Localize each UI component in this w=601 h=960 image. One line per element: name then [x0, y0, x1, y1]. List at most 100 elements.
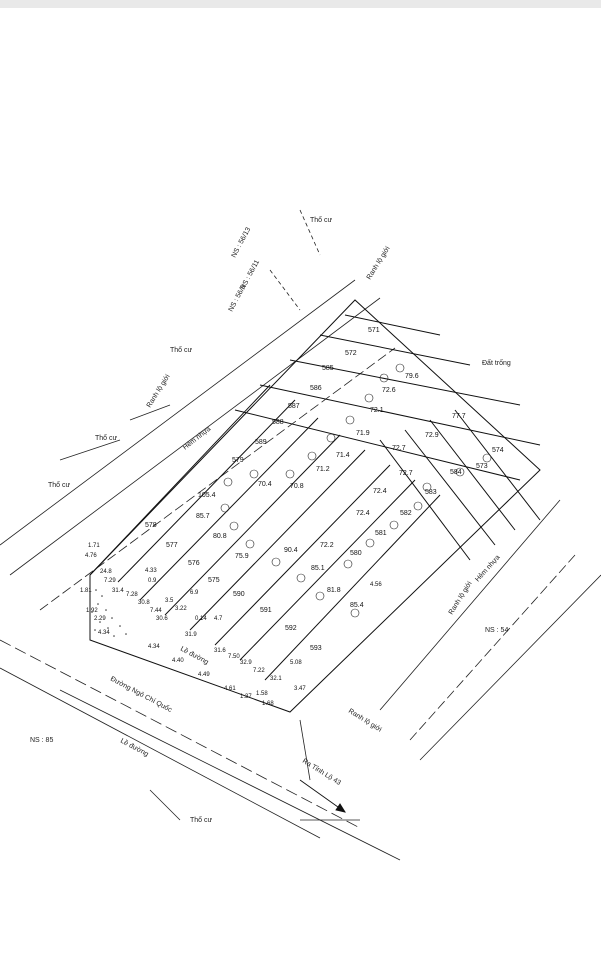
lot-583: 583: [425, 489, 437, 496]
lot-576: 576: [188, 560, 200, 567]
label-tho-cu-bottom: Thổ cư: [190, 816, 213, 824]
lot-575: 575: [208, 577, 220, 584]
lot-581-area: 72.7: [399, 470, 413, 477]
label-ns-54: NS : 54: [485, 627, 508, 634]
corner-lot-hatch: [91, 589, 127, 637]
label-duong-ngo-chi-quoc: Đường Ngô Chí Quốc: [109, 674, 174, 714]
dim-7-44: 7.44: [150, 608, 162, 614]
dim-4-49: 4.49: [198, 672, 210, 678]
lot-588-area: 71.2: [316, 466, 330, 473]
lot-590-area: 90.4: [284, 547, 298, 554]
lot-590: 590: [233, 591, 245, 598]
lot-585: 585: [322, 365, 334, 372]
lot-585-area: 72.1: [370, 407, 384, 414]
lot-573-area: 77.7: [452, 413, 466, 420]
lot-591-area: 85.1: [311, 565, 325, 572]
lot-588: 588: [272, 419, 284, 426]
road-le-duong: [59, 689, 401, 861]
dim-24-8: 24.8: [100, 569, 112, 575]
dim-31-6: 31.6: [214, 648, 226, 654]
label-le-duong-top: Lề đường: [179, 644, 210, 666]
label-tho-cu-left1: Thổ cư: [170, 346, 193, 354]
lot-574: 574: [492, 447, 504, 454]
hem-dashed: [409, 554, 576, 741]
lot-593: 593: [310, 645, 322, 652]
hem-edge: [379, 499, 561, 711]
road-edge-1: [0, 279, 356, 546]
label-ns-569: NS : 56/9: [228, 284, 248, 313]
lot-581: 581: [375, 530, 387, 537]
lot-587-area: 71.4: [336, 452, 350, 459]
dim-7-50: 7.50: [228, 654, 240, 660]
dim-4-56: 4.56: [370, 582, 382, 588]
dim-3-22: 3.22: [175, 606, 187, 612]
label-hem-nhua-right: Hẻm nhựa: [474, 554, 501, 583]
road-edge-dashed-1: [39, 347, 396, 611]
dim-4-76: 4.76: [85, 553, 97, 559]
road-ngo-chi-quoc-upper: [0, 639, 361, 829]
label-ranh-lo-gioi-top: Ranh lộ giới: [366, 245, 392, 281]
dim-1-92: 1.92: [86, 608, 98, 614]
label-ranh-lo-gioi-left: Ranh lộ giới: [146, 373, 172, 409]
dim-4-61: 4.61: [224, 686, 236, 692]
dim-0-14: 0.14: [195, 616, 207, 622]
lot-573: 573: [476, 463, 488, 470]
dim-7-22: 7.22: [253, 668, 265, 674]
dim-4-33: 4.33: [145, 568, 157, 574]
lot-591: 591: [260, 607, 272, 614]
dim-31-4: 31.4: [112, 588, 124, 594]
lot-580: 580: [350, 550, 362, 557]
lot-572: 572: [345, 350, 357, 357]
dim-32-9: 32.9: [240, 660, 252, 666]
dim-1-58: 1.58: [256, 691, 268, 697]
road-edge-2: [9, 297, 381, 576]
label-tho-cu-top: Thổ cư: [310, 216, 333, 224]
lot-block-outline: [89, 299, 541, 713]
arrow-icon: [299, 779, 346, 813]
dim-1-37: 1.37: [240, 694, 252, 700]
lot-576-area: 80.8: [213, 533, 227, 540]
lot-582-area: 72.4: [356, 510, 370, 517]
dim-3-47: 3.47: [294, 686, 306, 692]
hem-edge-2: [419, 574, 601, 761]
lot-579: 579: [232, 457, 244, 464]
lot-582: 582: [400, 510, 412, 517]
lot-583-area: 72.4: [373, 488, 387, 495]
road-ngo-chi-quoc-lower: [0, 667, 321, 839]
dim-30-6: 30.6: [156, 616, 168, 622]
label-tho-cu-left3: Thổ cư: [48, 481, 71, 489]
label-dat-trong: Đất trống: [482, 358, 511, 367]
dim-7-28: 7.28: [126, 592, 138, 598]
label-ns-85: NS : 85: [30, 737, 53, 744]
lot-584-area: 72.7: [392, 445, 406, 452]
dim-31-9: 31.9: [185, 632, 197, 638]
lot-577-area: 85.7: [196, 513, 210, 520]
lot-571-area: 79.6: [405, 373, 419, 380]
lot-593-area: 85.4: [350, 602, 364, 609]
dim-4-34a: 4.34: [98, 630, 110, 636]
dim-30-8: 30.8: [138, 600, 150, 606]
dim-0-9: 0.9: [148, 578, 157, 584]
dim-7-29: 7.29: [104, 578, 116, 584]
label-tho-cu-left2: Thổ cư: [95, 434, 118, 442]
dim-5-08: 5.08: [290, 660, 302, 666]
lot-586-area: 71.9: [356, 430, 370, 437]
label-ra-tinh-lo-43: Ra Tỉnh Lộ 43: [301, 757, 343, 787]
lot-578: 578: [145, 522, 157, 529]
lot-577: 577: [166, 542, 178, 549]
dim-1-81: 1.81: [80, 588, 92, 594]
label-ranh-lo-gioi-right: Ranh lộ giới: [448, 580, 474, 616]
dim-1-68: 1.68: [262, 701, 274, 707]
lot-575-area: 75.9: [235, 553, 249, 560]
lot-574-area: 72.9: [425, 432, 439, 439]
dim-4-34b: 4.34: [148, 644, 160, 650]
lot-587: 587: [288, 403, 300, 410]
label-hem-nhua-left: Hẻm nhựa: [182, 426, 212, 452]
lot-578-area: 105.4: [198, 492, 216, 499]
dim-2-29: 2.29: [94, 616, 106, 622]
dim-32-1: 32.1: [270, 676, 282, 682]
dim-4-40: 4.40: [172, 658, 184, 664]
lot-572-area: 72.6: [382, 387, 396, 394]
dim-3-5: 3.5: [165, 598, 174, 604]
top-strip: [0, 0, 601, 8]
